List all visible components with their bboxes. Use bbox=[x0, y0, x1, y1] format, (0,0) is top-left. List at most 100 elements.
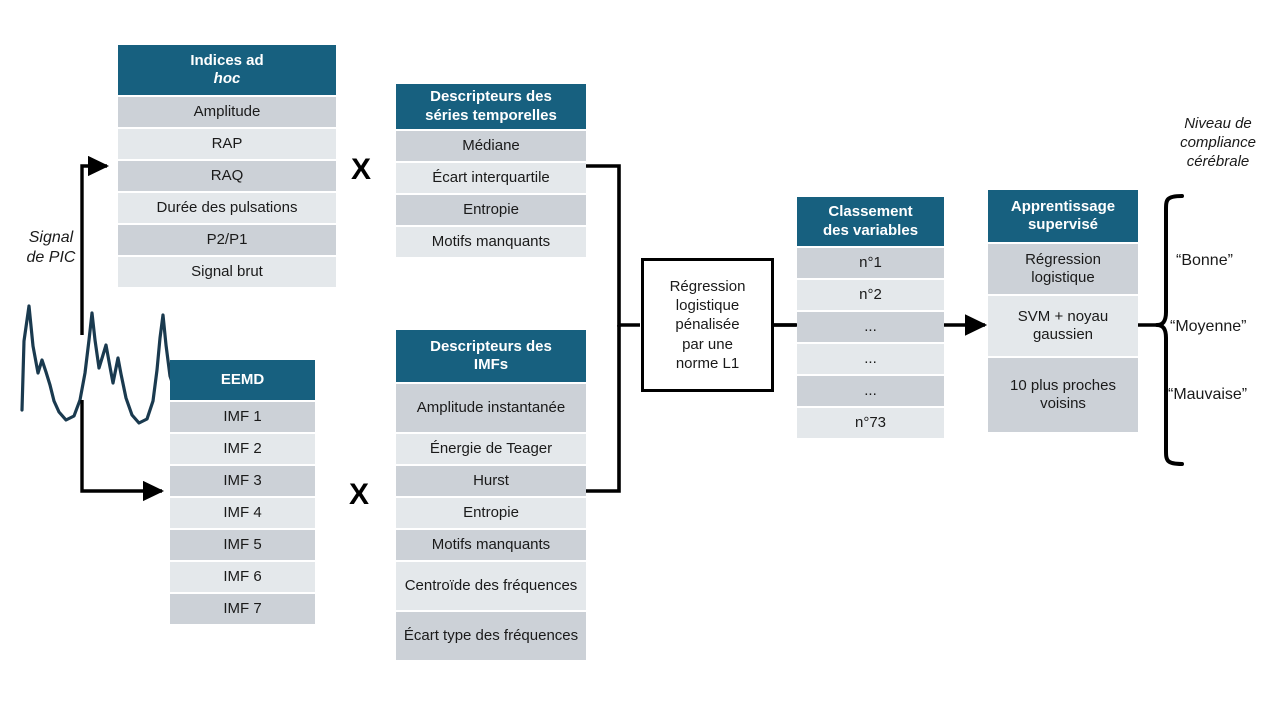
apprentissage-header-line-2: supervisé bbox=[1027, 216, 1099, 233]
table-header-descripteurs-series: Descripteurs des séries temporelles bbox=[396, 84, 586, 129]
table-row[interactable]: Motifs manquants bbox=[396, 225, 586, 257]
row-label: IMF 6 bbox=[223, 567, 262, 585]
table-eemd: EEMD IMF 1 IMF 2 IMF 3 IMF 4 IMF 5 IMF 6… bbox=[170, 360, 315, 624]
row-label: ... bbox=[864, 317, 877, 335]
table-row[interactable]: IMF 7 bbox=[170, 592, 315, 624]
row-label: Entropie bbox=[463, 200, 519, 218]
table-row[interactable]: Centroïde des fréquences bbox=[396, 560, 586, 610]
table-row[interactable]: n°1 bbox=[797, 246, 944, 278]
series-header-line-2: séries temporelles bbox=[425, 106, 557, 124]
row-label: Médiane bbox=[462, 136, 520, 154]
row-label: Hurst bbox=[473, 471, 509, 489]
table-row[interactable]: 10 plus proches voisins bbox=[988, 356, 1138, 432]
apprentissage-header-line-1: Apprentissage bbox=[1010, 197, 1116, 215]
table-row[interactable]: ... bbox=[797, 342, 944, 374]
series-header-line-1: Descripteurs des bbox=[430, 88, 552, 106]
table-classement-des-variables: Classement des variables n°1 n°2 ... ...… bbox=[797, 197, 944, 438]
table-header-indices-ad-hoc: Indices ad hoc bbox=[118, 45, 336, 95]
signal-de-pic-label: Signal de PIC bbox=[12, 228, 90, 268]
table-row[interactable]: P2/P1 bbox=[118, 223, 336, 255]
signal-label-line-2: de PIC bbox=[26, 249, 76, 266]
table-row[interactable]: RAP bbox=[118, 127, 336, 159]
table-row[interactable]: Régression logistique bbox=[988, 242, 1138, 294]
row-label: Écart type des fréquences bbox=[403, 626, 579, 644]
table-row[interactable]: Écart type des fréquences bbox=[396, 610, 586, 660]
row-label: IMF 1 bbox=[223, 407, 262, 425]
row-label: n°2 bbox=[859, 285, 882, 303]
row-label: Amplitude instantanée bbox=[416, 398, 566, 416]
outcome-heading-line-1: Niveau de bbox=[1184, 115, 1252, 132]
row-label: IMF 7 bbox=[223, 599, 262, 617]
regression-line-3: pénalisée bbox=[675, 316, 740, 334]
table-header-classement: Classement des variables bbox=[797, 197, 944, 246]
table-row[interactable]: ... bbox=[797, 374, 944, 406]
row-label: Motifs manquants bbox=[431, 232, 551, 250]
table-row[interactable]: Entropie bbox=[396, 193, 586, 225]
imfs-header-line-2: IMFs bbox=[473, 356, 509, 373]
row-label: IMF 3 bbox=[223, 471, 262, 489]
table-row[interactable]: n°73 bbox=[797, 406, 944, 438]
classement-header-line-2: des variables bbox=[822, 221, 919, 239]
table-row[interactable]: IMF 5 bbox=[170, 528, 315, 560]
table-header-descripteurs-imfs: Descripteurs des IMFs bbox=[396, 330, 586, 382]
row-label: n°73 bbox=[854, 413, 887, 431]
table-descripteurs-imfs: Descripteurs des IMFs Amplitude instanta… bbox=[396, 330, 586, 660]
row-label: Entropie bbox=[463, 503, 519, 521]
table-row[interactable]: IMF 6 bbox=[170, 560, 315, 592]
outcome-label-mauvaise: “Mauvaise” bbox=[1168, 386, 1248, 403]
indices-header-line-1: Indices ad bbox=[190, 51, 264, 69]
classement-header-line-1: Classement bbox=[828, 203, 913, 221]
row-label: Motifs manquants bbox=[431, 535, 551, 553]
eemd-header-label: EEMD bbox=[220, 370, 265, 388]
table-row[interactable]: Médiane bbox=[396, 129, 586, 161]
table-apprentissage-supervise: Apprentissage supervisé Régression logis… bbox=[988, 190, 1138, 432]
row-label: IMF 5 bbox=[223, 535, 262, 553]
regression-line-2: logistique bbox=[675, 297, 740, 315]
table-row[interactable]: Motifs manquants bbox=[396, 528, 586, 560]
regression-line-4: par une bbox=[682, 335, 733, 353]
table-header-apprentissage: Apprentissage supervisé bbox=[988, 190, 1138, 242]
row-label: P2/P1 bbox=[206, 230, 248, 248]
bracket-descriptors-to-regression bbox=[585, 164, 640, 327]
table-row[interactable]: IMF 1 bbox=[170, 400, 315, 432]
table-row[interactable]: Hurst bbox=[396, 464, 586, 496]
table-row[interactable]: IMF 2 bbox=[170, 432, 315, 464]
table-row[interactable]: IMF 4 bbox=[170, 496, 315, 528]
row-label: Amplitude bbox=[193, 102, 261, 120]
table-row[interactable]: ... bbox=[797, 310, 944, 342]
imfs-header-line-1: Descripteurs des bbox=[430, 337, 552, 355]
table-row[interactable]: Énergie de Teager bbox=[396, 432, 586, 464]
table-row[interactable]: Durée des pulsations bbox=[118, 191, 336, 223]
table-row[interactable]: RAQ bbox=[118, 159, 336, 191]
signal-label-line-1: Signal bbox=[28, 229, 74, 246]
row-label: ... bbox=[864, 349, 877, 367]
outcome-heading: Niveau de compliance cérébrale bbox=[1158, 115, 1278, 171]
row-label: RAP bbox=[211, 134, 243, 152]
table-indices-ad-hoc: Indices ad hoc Amplitude RAP RAQ Durée d… bbox=[118, 45, 336, 287]
row-label: Centroïde des fréquences bbox=[404, 576, 578, 594]
table-row[interactable]: IMF 3 bbox=[170, 464, 315, 496]
table-row[interactable]: Signal brut bbox=[118, 255, 336, 287]
row-label: ... bbox=[864, 381, 877, 399]
table-row[interactable]: Écart interquartile bbox=[396, 161, 586, 193]
bracket-imf-to-regression bbox=[585, 325, 621, 493]
row-label: Signal brut bbox=[191, 262, 263, 280]
table-row[interactable]: Amplitude instantanée bbox=[396, 382, 586, 432]
arrow-signal-to-eemd bbox=[80, 400, 165, 502]
table-header-eemd: EEMD bbox=[170, 360, 315, 400]
row-label: RAQ bbox=[210, 166, 244, 184]
outcome-heading-line-3: cérébrale bbox=[1186, 152, 1250, 170]
table-row[interactable]: Amplitude bbox=[118, 95, 336, 127]
table-row[interactable]: Entropie bbox=[396, 496, 586, 528]
regression-box[interactable]: Régression logistique pénalisée par une … bbox=[641, 258, 774, 392]
row-label: IMF 4 bbox=[223, 503, 262, 521]
table-row[interactable]: n°2 bbox=[797, 278, 944, 310]
multiply-operator-bottom: X bbox=[349, 478, 370, 511]
table-descripteurs-series-temporelles: Descripteurs des séries temporelles Médi… bbox=[396, 84, 586, 257]
regression-line-5: norme L1 bbox=[675, 354, 740, 372]
indices-header-line-2: hoc bbox=[213, 70, 241, 87]
table-row[interactable]: SVM + noyau gaussien bbox=[988, 294, 1138, 356]
outcome-heading-line-2: compliance bbox=[1180, 133, 1256, 151]
row-label: 10 plus proches voisins bbox=[1010, 376, 1116, 412]
